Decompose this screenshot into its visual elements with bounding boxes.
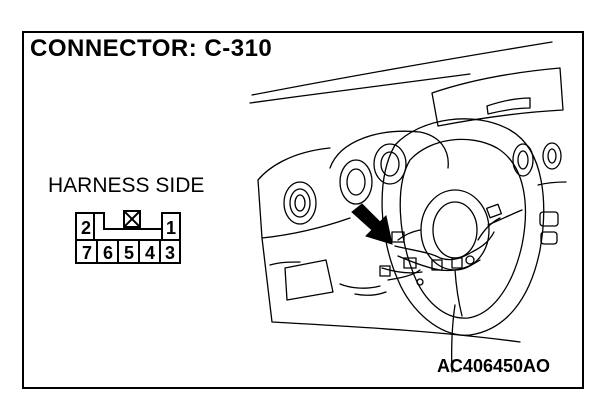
pin-top-left: 2 (81, 218, 91, 238)
pin-bottom-3: 5 (124, 243, 134, 263)
pointer-arrow-icon (351, 203, 393, 245)
pin-bottom-4: 4 (145, 243, 155, 263)
pin-labels: 2 1 7 6 5 4 3 (81, 218, 176, 263)
pin-bottom-2: 6 (103, 243, 113, 263)
cross-line (123, 210, 141, 228)
pin-bottom-5: 3 (165, 243, 175, 263)
pin-bottom-1: 7 (82, 243, 92, 263)
harness-side-label: HARNESS SIDE (48, 174, 205, 197)
connector-title: CONNECTOR: C-310 (30, 35, 273, 62)
figure-code: AC406450AO (436, 356, 550, 376)
connector-diagram (75, 210, 181, 264)
pin-top-right: 1 (166, 218, 176, 238)
crossed-cavity-icon (123, 210, 141, 228)
dashboard-illustration (249, 41, 567, 373)
